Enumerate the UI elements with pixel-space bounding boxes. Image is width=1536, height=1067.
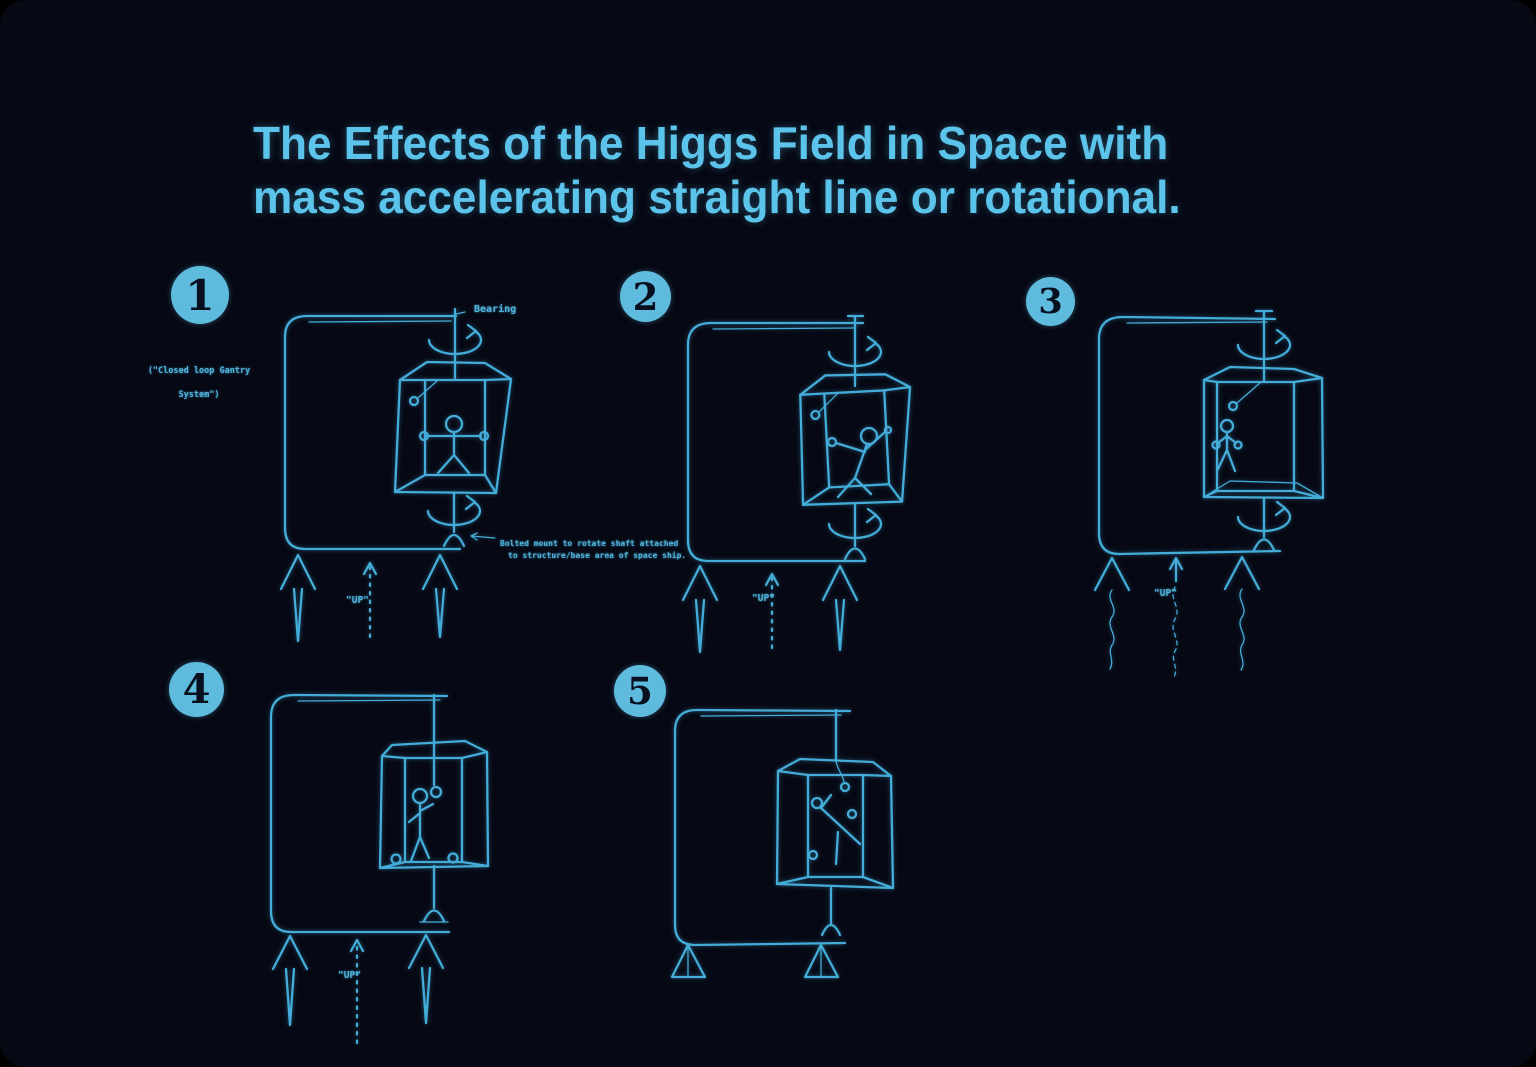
hanger-shaft xyxy=(429,693,443,799)
panel-5-number-badge: 5 xyxy=(614,665,666,717)
hanger-shaft xyxy=(834,708,851,793)
thrust-arrow-icon xyxy=(362,561,378,639)
hanger-shaft xyxy=(1254,309,1274,383)
side-note-line-1: ("Closed loop Gantry xyxy=(147,366,251,376)
exhaust-squiggle xyxy=(1109,589,1115,670)
gimbal-mount xyxy=(419,909,449,923)
rotation-arrow-top-icon xyxy=(427,323,483,356)
thruster-left-icon xyxy=(1093,556,1131,670)
page-title: The Effects of the Higgs Field in Space … xyxy=(253,116,1181,224)
floor-ring xyxy=(390,853,402,865)
exhaust-squiggle xyxy=(1239,588,1245,671)
gimbal-mount xyxy=(1252,538,1276,552)
panel-2-up-label: "UP" xyxy=(752,593,775,604)
gantry-frame xyxy=(269,693,451,934)
gantry-frame xyxy=(283,311,466,551)
thrust-arrow-icon xyxy=(1168,556,1184,678)
diagram-5-weightless-coasting xyxy=(670,708,895,979)
diagram-1-spinning-cage xyxy=(279,307,513,643)
gimbal-mount xyxy=(442,532,496,548)
panel-3-up-label: "UP" xyxy=(1154,588,1177,599)
rocket-right-icon xyxy=(821,564,859,652)
panel-4-number-badge: 4 xyxy=(169,662,224,717)
panel-1-number-badge: 1 xyxy=(171,266,229,324)
cage-box xyxy=(1202,365,1325,500)
diagram-4-straight-line-acceleration xyxy=(269,693,490,1045)
panel-2-number-badge: 2 xyxy=(620,271,671,322)
astronaut-figure-floating xyxy=(807,793,862,866)
rotation-arrow-bottom-icon xyxy=(1236,500,1292,533)
rocket-right-icon xyxy=(407,933,445,1025)
rocket-left-icon xyxy=(271,934,309,1027)
floating-object xyxy=(807,849,819,861)
panel-3-number-badge: 3 xyxy=(1026,277,1075,326)
rocket-right-icon xyxy=(421,553,459,639)
gantry-frame xyxy=(1097,315,1282,556)
hanging-ring xyxy=(408,395,420,407)
bearing-label: Bearing xyxy=(474,304,517,315)
cage-box xyxy=(775,757,895,890)
title-line-2: mass accelerating straight line or rotat… xyxy=(253,171,1181,223)
rocket-left-icon xyxy=(279,553,317,643)
floating-object xyxy=(846,808,858,820)
gantry-frame xyxy=(686,321,867,563)
rotation-arrow-top-icon xyxy=(827,335,883,368)
gimbal-annotation-line-1: Bolted mount to rotate shaft attached xyxy=(500,539,679,548)
hanging-ring xyxy=(1227,400,1239,412)
title-line-1: The Effects of the Higgs Field in Space … xyxy=(253,117,1169,169)
rotation-arrow-bottom-icon xyxy=(827,507,883,540)
astronaut-figure-small xyxy=(1211,418,1243,473)
hanging-ring xyxy=(810,409,821,421)
exhaust-squiggle xyxy=(1172,586,1178,678)
thrust-arrow-icon xyxy=(764,572,780,650)
gimbal-mount xyxy=(820,923,842,937)
astronaut-figure xyxy=(418,414,490,475)
cage-box xyxy=(378,739,490,870)
thrust-arrow-icon xyxy=(349,938,365,1045)
hanging-ring xyxy=(839,781,851,793)
gimbal-mount xyxy=(843,547,867,561)
side-note-line-2: System") xyxy=(178,390,220,400)
rocket-left-icon xyxy=(681,564,719,654)
astronaut-figure-standing xyxy=(390,787,459,865)
cage-box xyxy=(799,373,912,506)
panel-4-up-label: "UP" xyxy=(338,970,361,981)
landing-foot-left xyxy=(670,943,707,979)
floor-ring xyxy=(447,852,459,864)
cage-box xyxy=(393,360,513,495)
landing-foot-right xyxy=(803,943,840,979)
hanging-ring xyxy=(429,785,443,799)
panel-1-up-label: "UP" xyxy=(346,595,369,606)
rotation-arrow-top-icon xyxy=(1236,328,1292,361)
diagram-2-tilted-cage xyxy=(681,314,912,654)
diagram-3-cage-side-view xyxy=(1093,309,1325,678)
gantry-frame xyxy=(673,708,852,947)
astronaut-figure-flung xyxy=(826,425,893,499)
rotation-arrow-bottom-icon xyxy=(426,494,482,527)
thruster-right-icon xyxy=(1223,555,1261,671)
gimbal-annotation-line-2: to structure/base area of space ship. xyxy=(508,551,687,560)
